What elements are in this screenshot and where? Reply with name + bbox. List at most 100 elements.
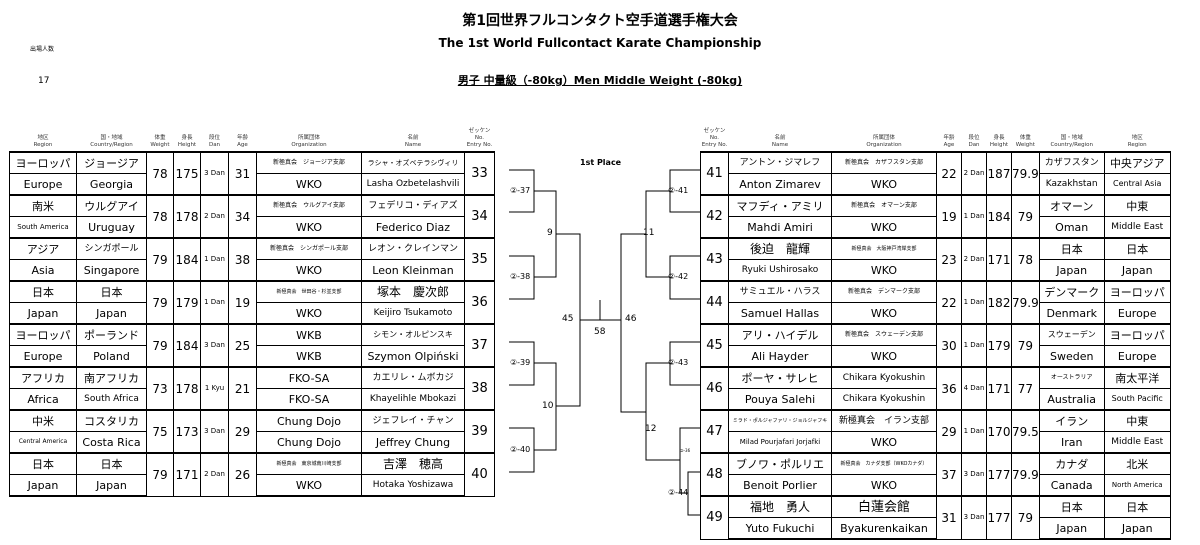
- entry-number: 40: [464, 452, 495, 497]
- entries-count-label: 出場人数: [30, 46, 55, 53]
- org-en: WKO: [831, 259, 937, 282]
- dan: 1 Dan: [961, 194, 987, 239]
- name-en: Yuto Fukuchi: [728, 517, 832, 540]
- weight: 79.9: [1011, 280, 1040, 325]
- match-label: 10: [542, 401, 554, 411]
- match-label: 58: [594, 327, 606, 337]
- fighter-row: Samuel Hallas WKO Denmark Europe: [701, 302, 1171, 325]
- age: 19: [936, 194, 962, 239]
- region-jp: 北米: [1103, 452, 1171, 475]
- weight: 79: [146, 452, 174, 497]
- height: 187: [986, 151, 1012, 196]
- weight: 78: [146, 151, 174, 196]
- fighter-row: Mahdi Amiri WKO Oman Middle East: [701, 216, 1171, 239]
- country-en: Japan: [76, 474, 147, 497]
- match-label: ②-38: [510, 272, 531, 281]
- height: 184: [173, 237, 201, 282]
- fighter-row: Europe Georgia WKO Lasha Ozbetelashvili: [9, 173, 495, 196]
- match-label: 46: [625, 314, 637, 324]
- fighter-row: Africa South Africa FKO-SA Khayelihle Mb…: [9, 388, 495, 411]
- org-en: WKO: [831, 345, 937, 368]
- region-en: Japan: [9, 474, 77, 497]
- match-label: ②-43: [668, 358, 689, 367]
- match-label: ②-44: [668, 488, 689, 497]
- entry-number: 33: [464, 151, 495, 196]
- page-title-en: The 1st World Fullcontact Karate Champio…: [438, 36, 762, 50]
- age: 30: [936, 323, 962, 368]
- weight: 79.9: [1011, 151, 1040, 196]
- height: 171: [986, 366, 1012, 411]
- age: 38: [228, 237, 257, 282]
- fighter-row: Yuto Fukuchi Byakurenkaikan Japan Japan: [701, 517, 1171, 540]
- fighter-row: 46 ポーヤ・サレヒ Chikara Kyokushin 36 4 Dan 17…: [700, 366, 1171, 411]
- entry-number: 49: [700, 495, 729, 540]
- fighter-row: Ryuki Ushirosako WKO Japan Japan: [701, 259, 1171, 282]
- name-en: Hotaka Yoshizawa: [361, 474, 465, 497]
- dan: 3 Dan: [200, 323, 229, 368]
- match-label: ②-40: [510, 445, 531, 454]
- dan: 2 Dan: [961, 151, 987, 196]
- match-label: 45: [562, 314, 574, 324]
- region-en: Japan: [1103, 517, 1171, 540]
- dan: 3 Dan: [961, 452, 987, 497]
- fighter-row: 43 後迫 龍輝 新極真会 大阪神戸湾岸支部 23 2 Dan 171 78 日…: [700, 237, 1171, 282]
- first-place-label: 1st Place: [580, 158, 622, 167]
- region-en: North America: [1103, 474, 1171, 497]
- fighter-row: Japan Japan WKO Hotaka Yoshizawa: [9, 474, 495, 497]
- entry-number: 35: [464, 237, 495, 282]
- fighter-row: 44 サミュエル・ハラス 新極真会 デンマーク支部 22 1 Dan 182 7…: [700, 280, 1171, 325]
- fighter-row: 南米 ウルグアイ 78 178 2 Dan 34 新極真会 ウルグアイ支部 フェ…: [9, 194, 495, 239]
- weight: 79: [146, 237, 174, 282]
- entry-number: 44: [700, 280, 729, 325]
- match-label: ②-41: [668, 186, 689, 195]
- fighter-row: Europe Poland WKB Szymon Olpiński: [9, 345, 495, 368]
- org-en: WKO: [831, 173, 937, 196]
- org-en: Byakurenkaikan: [831, 517, 937, 540]
- entry-number: 43: [700, 237, 729, 282]
- fighter-row: アジア シンガポール 79 184 1 Dan 38 新極真会 シンガポール支部…: [9, 237, 495, 282]
- match-label: 9: [547, 228, 553, 238]
- entries-count-value: 17: [38, 76, 50, 86]
- dan: 3 Dan: [200, 409, 229, 454]
- match-label: ②-42: [668, 272, 689, 281]
- age: 19: [228, 280, 257, 325]
- height: 177: [986, 495, 1012, 540]
- dan: 2 Dan: [961, 237, 987, 282]
- fighter-row: 45 アリ・ハイデル 新極真会 スウェーデン支部 30 1 Dan 179 79…: [700, 323, 1171, 368]
- entry-number: 34: [464, 194, 495, 239]
- height: 173: [173, 409, 201, 454]
- org-en: WKO: [831, 302, 937, 325]
- match-label: ②-36: [680, 448, 691, 453]
- fighter-row: Pouya Salehi Chikara Kyokushin Australia…: [701, 388, 1171, 411]
- dan: 1 Dan: [961, 323, 987, 368]
- entry-number: 37: [464, 323, 495, 368]
- region-en: Europe: [1103, 345, 1171, 368]
- fighter-row: 48 ブノワ・ポルリエ 新極真会 カナダ支部（WKOカナダ） 37 3 Dan …: [700, 452, 1171, 497]
- fighter-row: 中米 コスタリカ 75 173 3 Dan 29 Chung Dojo ジェフレ…: [9, 409, 495, 454]
- entry-number: 42: [700, 194, 729, 239]
- height: 171: [986, 237, 1012, 282]
- dan: 3 Dan: [200, 151, 229, 196]
- fighter-row: 日本 日本 79 171 2 Dan 26 新極真会 東京城南川崎支部 吉澤 穂…: [9, 452, 495, 497]
- match-label: 11: [643, 228, 655, 238]
- fighter-row: ヨーロッパ ジョージア 78 175 3 Dan 31 新極真会 ジョージア支部…: [9, 151, 495, 196]
